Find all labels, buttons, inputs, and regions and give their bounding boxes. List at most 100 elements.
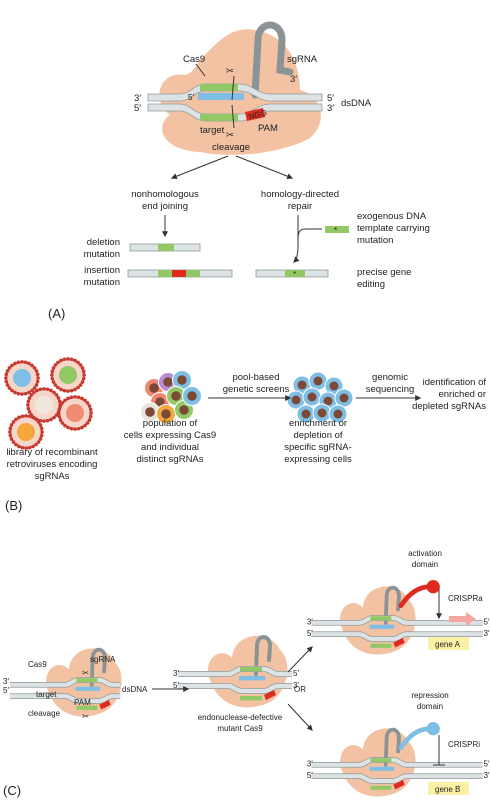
cut-line-bottom bbox=[231, 104, 235, 129]
population-label-line1: population of bbox=[143, 418, 198, 429]
virus-spike bbox=[7, 366, 12, 370]
panel-c: ✂✂ 3′5′5′3′ 3′5′5′3′ 3′5′5′3′ Cas9 sgRNA… bbox=[3, 549, 490, 798]
deletion-label-line1: deletion bbox=[87, 237, 120, 248]
virus-spike bbox=[87, 404, 92, 408]
left-5prime-label: 5′ bbox=[134, 103, 141, 114]
sgrna-hairpin bbox=[254, 635, 273, 676]
strand-end-label: 5′ bbox=[484, 618, 490, 627]
virus-core bbox=[13, 369, 31, 387]
hdr-label-line2: repair bbox=[288, 201, 312, 212]
strand-end-label: 3′ bbox=[173, 669, 179, 678]
insertion-red bbox=[172, 270, 186, 277]
virus-spike bbox=[40, 430, 44, 434]
virus-spike bbox=[42, 419, 46, 423]
pam-site bbox=[99, 700, 111, 710]
exogenous-label-line2: template carrying bbox=[357, 223, 430, 234]
virus-spike bbox=[80, 425, 84, 430]
arrow-to-crispra bbox=[287, 646, 313, 673]
virus-spike bbox=[35, 379, 40, 384]
library-label-line1: library of recombinant bbox=[6, 447, 98, 458]
sgrna-hairpin bbox=[383, 585, 401, 625]
virus-green bbox=[50, 357, 86, 393]
virus-spike bbox=[26, 399, 31, 404]
virus-spike bbox=[35, 388, 39, 393]
right-3prime-label: 3′ bbox=[327, 103, 334, 114]
retrovirus-library bbox=[4, 357, 93, 450]
virus-spike bbox=[34, 417, 38, 422]
virus-spike bbox=[11, 440, 16, 444]
cell bbox=[328, 404, 348, 424]
virus-spike bbox=[27, 410, 32, 414]
gene-b-label: gene B bbox=[435, 785, 460, 794]
virus-salmon bbox=[57, 395, 93, 431]
virus-spike bbox=[80, 380, 85, 384]
mutant-label-line2: mutant Cas9 bbox=[217, 724, 263, 733]
crispra-label: CRISPRa bbox=[448, 594, 483, 603]
cell-nucleus bbox=[187, 391, 197, 401]
precise-star: * bbox=[293, 270, 296, 279]
gene-a-label: gene A bbox=[435, 640, 461, 649]
nhej-label-line2: end joining bbox=[142, 201, 188, 212]
deletion-green bbox=[158, 244, 174, 251]
dsdna-label: dsDNA bbox=[341, 98, 372, 109]
inner-5prime-label: 5′ bbox=[188, 93, 194, 102]
virus-spike bbox=[73, 427, 77, 431]
virus-spike bbox=[8, 433, 13, 438]
virus-spike bbox=[23, 360, 28, 365]
sgrna-guide bbox=[369, 624, 395, 629]
virus-spike bbox=[73, 358, 77, 363]
target-label: target bbox=[200, 125, 225, 136]
activation-label-line1: activation bbox=[408, 549, 442, 558]
virus-blue bbox=[4, 360, 40, 396]
arrow-hdr-down bbox=[293, 215, 300, 263]
insertion-label-line2: mutation bbox=[84, 277, 120, 288]
virus-spike bbox=[56, 360, 60, 365]
target-green bbox=[240, 667, 262, 672]
precise-green bbox=[285, 270, 305, 277]
virus-spike bbox=[38, 387, 43, 392]
virus-spike bbox=[87, 418, 92, 422]
virus-spike bbox=[27, 361, 31, 366]
dcas9-activator-complex: 3′5′5′3′ bbox=[307, 580, 490, 655]
virus-spike bbox=[81, 369, 86, 374]
pam-site bbox=[393, 638, 405, 648]
sgrna-label: sgRNA bbox=[287, 54, 318, 65]
virus-spike bbox=[26, 406, 31, 411]
identification-label-line2: enriched or bbox=[438, 389, 486, 400]
virus-spike bbox=[11, 420, 16, 424]
c-cleavage-label: cleavage bbox=[28, 709, 61, 718]
enrichment-label-line4: expressing cells bbox=[284, 454, 352, 465]
cell bbox=[308, 371, 328, 391]
virus-spike bbox=[57, 399, 62, 404]
virus-spike bbox=[36, 376, 40, 380]
cell bbox=[140, 402, 160, 422]
scissors-bottom-icon: ✂ bbox=[226, 130, 234, 141]
virus-spike bbox=[78, 363, 83, 367]
virus-spike bbox=[85, 421, 90, 425]
virus-spike bbox=[8, 430, 12, 434]
virus-spike bbox=[88, 407, 93, 412]
virus-spike bbox=[16, 391, 21, 396]
virus-spike bbox=[14, 442, 18, 447]
virus-spike bbox=[23, 391, 28, 396]
cell-nucleus bbox=[171, 391, 181, 401]
virus-spike bbox=[83, 398, 87, 403]
virus-spike bbox=[53, 363, 58, 367]
sgrna-hairpin bbox=[383, 727, 401, 767]
strand-end-label: 5′ bbox=[484, 760, 490, 769]
panel-a: ✂ ✂ Cas9 sgRNA 3′ 3′ 5′ 5′ 3′ dsDNA 5′ t… bbox=[48, 21, 430, 321]
strand-end-label: 3′ bbox=[307, 618, 313, 627]
virus-spike bbox=[24, 414, 28, 418]
strand-end-label: 5′ bbox=[293, 669, 299, 678]
virus-spike bbox=[31, 415, 35, 420]
virus-spike bbox=[5, 369, 10, 373]
virus-spike bbox=[83, 423, 87, 428]
library-label-line3: sgRNAs bbox=[35, 471, 70, 482]
enrichment-label-line1: enrichment or bbox=[289, 418, 347, 429]
mutant-label-line1: endonuclease-defective bbox=[198, 713, 283, 722]
virus-spike bbox=[80, 366, 85, 370]
virus-spike bbox=[76, 395, 81, 400]
cell bbox=[296, 404, 316, 424]
scissors-icon: ✂ bbox=[82, 712, 89, 721]
cell-nucleus bbox=[291, 395, 301, 405]
